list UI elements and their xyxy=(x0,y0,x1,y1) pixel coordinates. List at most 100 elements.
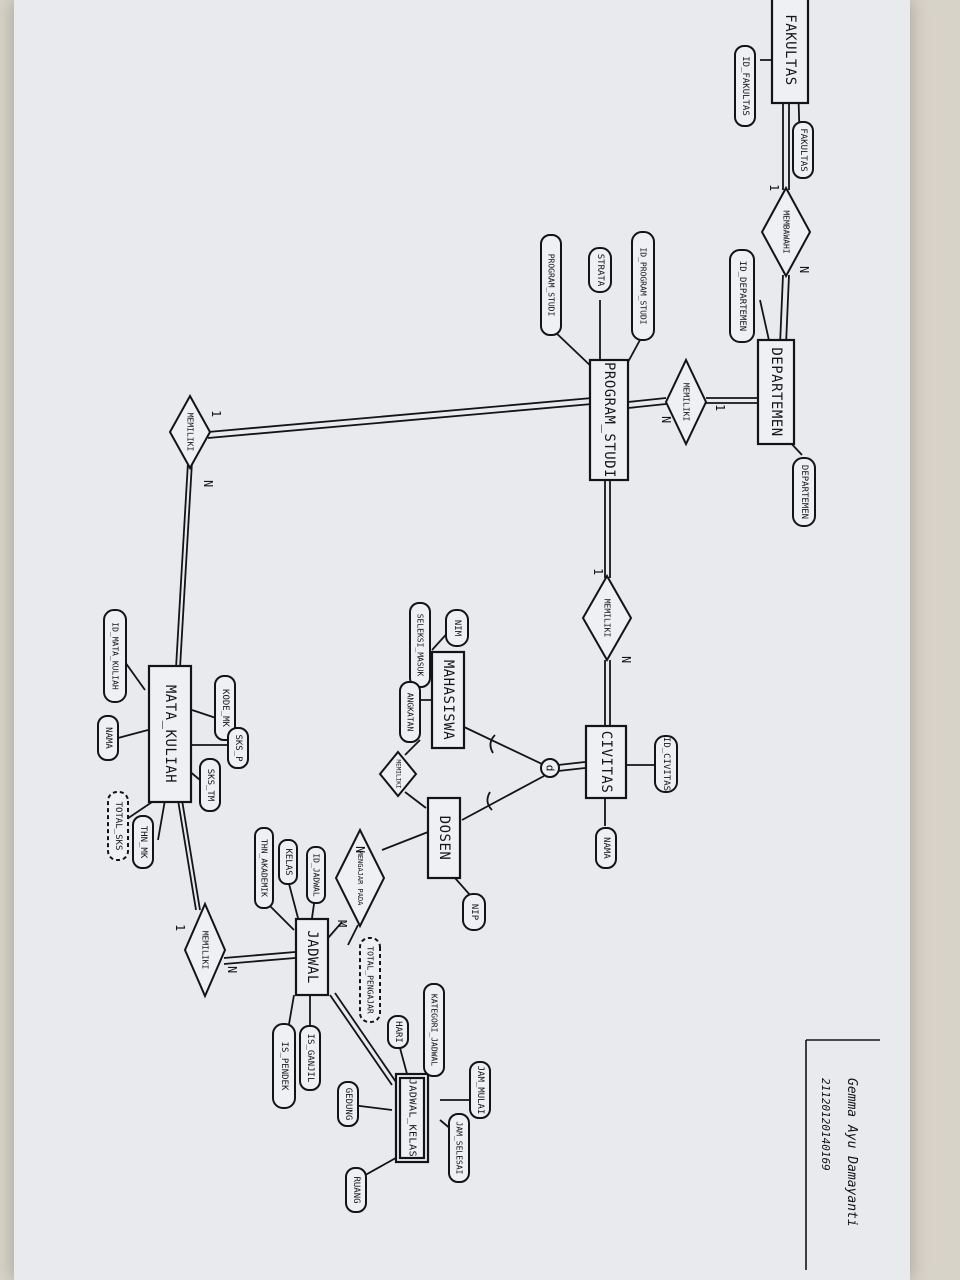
signature-block: Gemma Ayu Damayanti 21120120140169 xyxy=(805,1039,880,1270)
attr-id-program-studi: ID_PROGRAM_STUDI xyxy=(631,231,655,341)
link-memiliki-mk xyxy=(175,461,189,669)
link-prodi-memiliki-mk xyxy=(207,397,593,433)
attr-total-sks-label: TOTAL_SKS xyxy=(113,802,123,851)
entity-dosen-label: DOSEN xyxy=(436,816,452,861)
attr-hari: HARI xyxy=(387,1015,409,1049)
entity-civitas: CIVITAS xyxy=(584,724,628,800)
attr-strata: STRATA xyxy=(588,247,612,293)
entity-jadwal-kelas: JADWAL_KELAS xyxy=(394,1072,430,1164)
rel-mengajar-pada: MENGAJAR PADA xyxy=(334,827,386,929)
attr-id-jadwal-label: ID_JADWAL xyxy=(312,853,321,897)
entity-mata-kuliah: MATA_KULIAH xyxy=(147,664,193,804)
link-memiliki-mk-2 xyxy=(179,461,193,669)
link-membawahi-dep xyxy=(779,274,784,346)
attr-ruang-label: RUANG xyxy=(351,1176,361,1203)
attr-nim-label: NIM xyxy=(452,620,462,637)
attr-id-civitas-label: ID_CIVITAS xyxy=(661,737,671,791)
rel-memiliki-dosen-label: MEMILIKI xyxy=(395,760,402,789)
attr-fakultas: FAKULTAS xyxy=(792,121,814,179)
link-memiliki-prodi xyxy=(627,397,667,403)
attr-kelas-label: KELAS xyxy=(283,848,293,875)
attr-thn-mk: THN_MK xyxy=(132,815,154,869)
link-idprodi xyxy=(627,339,641,363)
card-dosen-n: N xyxy=(353,846,367,853)
attr-jam-selesai-label: JAM_SELESAI xyxy=(455,1122,464,1175)
attr-kategori-jadwal: KATEGORI_JADWAL xyxy=(423,983,445,1077)
attr-nama-civitas: NAMA xyxy=(595,827,617,869)
attr-kategori-jadwal-label: KATEGORI_JADWAL xyxy=(430,994,439,1066)
entity-mahasiswa-label: MAHASISWA xyxy=(440,660,456,740)
card-civ-n: N xyxy=(619,656,633,663)
link-mk-memiliki-jad xyxy=(177,799,197,911)
rel-memiliki-mk-jadwal: MEMILIKI xyxy=(183,901,227,999)
entity-fakultas: FAKULTAS xyxy=(770,0,810,105)
rel-memiliki-prodi-mk-label: MEMILIKI xyxy=(186,413,195,452)
attr-kelas: KELAS xyxy=(278,839,298,885)
entity-program-studi: PROGRAM_STUDI xyxy=(588,358,630,482)
card-jad-n: N xyxy=(225,966,239,973)
attr-gedung-label: GEDUNG xyxy=(343,1088,353,1121)
link-d-mhs xyxy=(461,725,543,765)
entity-dosen: DOSEN xyxy=(426,796,462,880)
attr-thn-akademik-label: THN_AKADEMIK xyxy=(260,839,269,897)
subset-arc-dosen xyxy=(486,791,493,811)
attr-program-studi-label: PROGRAM_STUDI xyxy=(547,254,556,317)
card-mk-1: 1 xyxy=(173,924,187,931)
attr-id-departemen: ID_DEPARTEMEN xyxy=(729,249,755,343)
link-dosen-mengajar xyxy=(381,831,429,851)
entity-departemen-label: DEPARTEMEN xyxy=(768,347,784,436)
cardinalities: 1 N 1 N 1 N 1 N 1 N N M xyxy=(173,184,811,973)
attr-total-pengajar: TOTAL_PENGAJAR xyxy=(359,937,381,1023)
entity-departemen: DEPARTEMEN xyxy=(756,338,796,446)
attr-total-pengajar-label: TOTAL_PENGAJAR xyxy=(366,946,375,1014)
rel-membawahi-label: MEMBAWAHI xyxy=(782,210,791,254)
signature-id: 21120120140169 xyxy=(819,1078,832,1171)
entity-fakultas-label: FAKULTAS xyxy=(782,14,798,85)
attr-ruang: RUANG xyxy=(345,1167,367,1213)
link-prodi-attr xyxy=(552,329,596,371)
signature-name: Gemma Ayu Damayanti xyxy=(844,1078,859,1227)
attr-id-departemen-label: ID_DEPARTEMEN xyxy=(737,261,747,331)
attr-gedung: GEDUNG xyxy=(337,1081,359,1127)
attr-id-fakultas-label: ID_FAKULTAS xyxy=(740,56,750,116)
link-nip xyxy=(454,877,471,896)
specialization-symbol: d xyxy=(544,765,557,772)
attr-nama-civitas-label: NAMA xyxy=(601,837,611,859)
entity-jadwal-label: JADWAL xyxy=(304,930,320,984)
entity-mahasiswa: MAHASISWA xyxy=(430,650,466,750)
link-mk-memiliki-jad-2 xyxy=(181,799,201,911)
attr-nama-mk-label: NAMA xyxy=(103,727,113,749)
attr-nim: NIM xyxy=(445,609,469,647)
rel-mengajar-pada-label: MENGAJAR PADA xyxy=(356,851,364,907)
link-thnmk xyxy=(157,799,166,841)
attr-departemen-label: DEPARTEMEN xyxy=(799,465,809,519)
attr-total-sks: TOTAL_SKS xyxy=(107,791,129,861)
attr-angkatan-label: ANGKATAN xyxy=(406,693,415,732)
link-memiliki-dosen xyxy=(404,791,427,809)
card-dep-1: 1 xyxy=(713,404,727,411)
link-namamk xyxy=(117,729,149,739)
attr-strata-label: STRATA xyxy=(595,254,605,287)
attr-kode-mk-label: KODE_MK xyxy=(220,689,230,728)
specialization-circle: d xyxy=(540,758,560,778)
card-prodi-1a: 1 xyxy=(209,410,223,417)
attr-jam-mulai: JAM_MULAI xyxy=(469,1061,491,1119)
card-prodi-n: N xyxy=(659,416,673,423)
attr-id-jadwal: ID_JADWAL xyxy=(306,846,326,904)
link-mengajar-total xyxy=(347,924,359,946)
attr-nama-mk: NAMA xyxy=(97,715,119,761)
attr-seleksi-masuk: SELEKSI_MASUK xyxy=(409,602,431,688)
attr-id-civitas: ID_CIVITAS xyxy=(654,735,678,793)
link-memiliki-jad xyxy=(223,951,296,959)
attr-sks-tm: SKS_TM xyxy=(199,758,221,812)
attr-id-program-studi-label: ID_PROGRAM_STUDI xyxy=(639,247,648,324)
card-fak-n: N xyxy=(797,266,811,273)
attr-jam-mulai-label: JAM_MULAI xyxy=(475,1066,485,1115)
link-kelas xyxy=(287,879,299,919)
rel-memiliki-dep-prodi-label: MEMILIKI xyxy=(682,383,691,422)
attr-id-mata-kuliah: ID_MATA_KULIAH xyxy=(103,609,127,703)
rel-membawahi: MEMBAWAHI xyxy=(760,185,812,279)
attr-sks-p: SKS_P xyxy=(227,727,249,769)
